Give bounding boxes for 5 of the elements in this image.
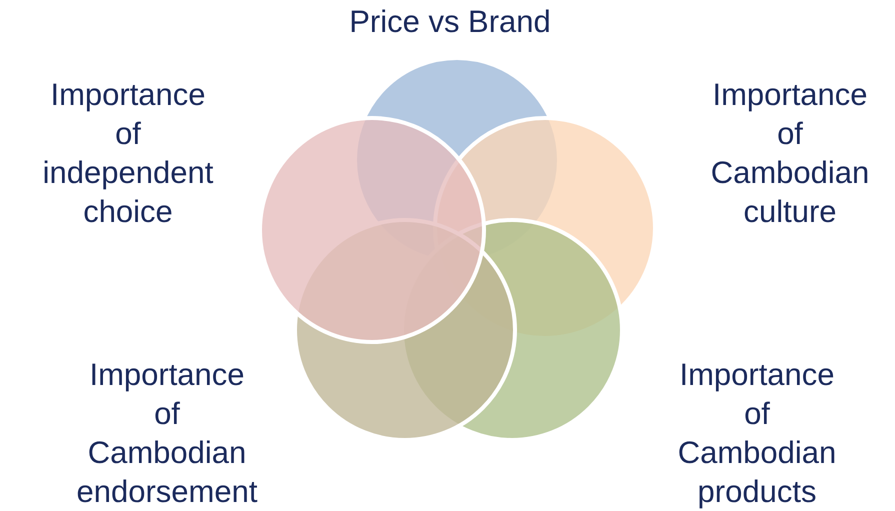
circle-label: Importance of Cambodian products (676, 356, 838, 511)
circle-label: Price vs Brand (349, 3, 551, 41)
circle-label: Importance of Cambodian culture (710, 76, 870, 231)
circle-label: Importance of independent choice (42, 76, 214, 231)
circle-label: Importance of Cambodian endorsement (76, 356, 258, 511)
